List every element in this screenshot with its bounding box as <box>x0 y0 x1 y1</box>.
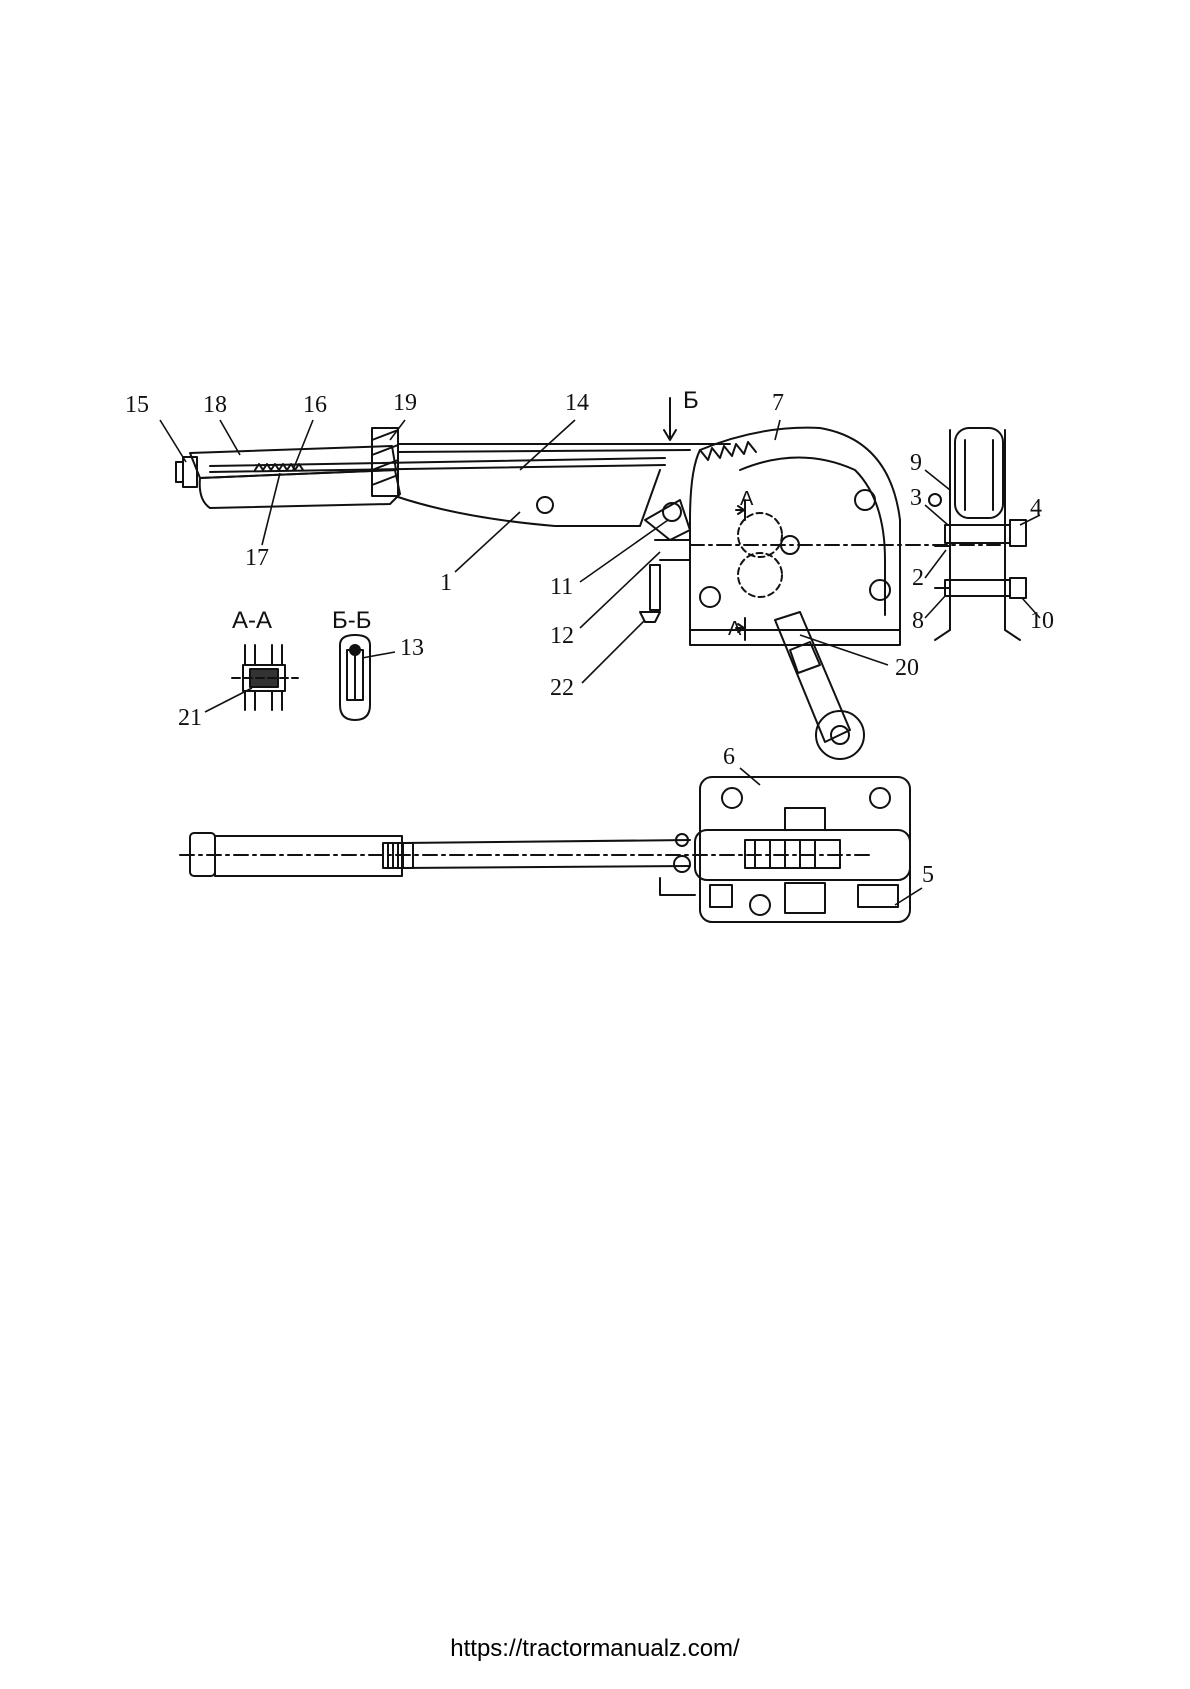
footer-url[interactable]: https://tractormanualz.com/ <box>0 1635 1190 1663</box>
label-15: 15 <box>125 392 149 418</box>
label-5: 5 <box>922 862 934 888</box>
label-17: 17 <box>245 545 269 571</box>
label-11: 11 <box>550 574 573 600</box>
label-21: 21 <box>178 705 202 731</box>
label-8: 8 <box>912 608 924 634</box>
label-9: 9 <box>910 450 922 476</box>
label-12: 12 <box>550 623 574 649</box>
section-mark-a-top: А <box>740 488 754 510</box>
label-7: 7 <box>772 390 784 416</box>
label-2: 2 <box>912 565 924 591</box>
label-14: 14 <box>565 390 589 416</box>
label-18: 18 <box>203 392 227 418</box>
section-b-b <box>340 635 370 720</box>
section-mark-a-bottom: А <box>728 618 742 640</box>
label-22: 22 <box>550 675 574 701</box>
label-16: 16 <box>303 392 327 418</box>
label-6: 6 <box>723 744 735 770</box>
label-1: 1 <box>440 570 452 596</box>
lever-plan-view <box>180 777 910 922</box>
label-4: 4 <box>1030 495 1042 521</box>
label-13: 13 <box>400 635 424 661</box>
section-label-a-a: А-А <box>232 607 272 634</box>
view-label-b: Б <box>683 387 699 414</box>
label-10: 10 <box>1030 608 1054 634</box>
section-label-b-b: Б-Б <box>332 607 372 634</box>
label-20: 20 <box>895 655 919 681</box>
label-19: 19 <box>393 390 417 416</box>
label-3: 3 <box>910 485 922 511</box>
end-view <box>929 428 1026 640</box>
section-a-a <box>232 645 298 710</box>
